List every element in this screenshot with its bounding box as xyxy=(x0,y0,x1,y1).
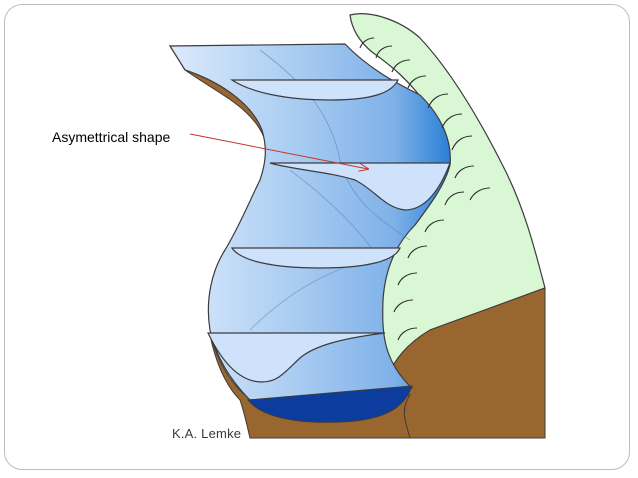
deep-pool xyxy=(247,385,413,423)
cross-section-3 xyxy=(230,247,401,269)
vegetation-hatching xyxy=(359,37,491,341)
annotation-label: Asymettrical shape xyxy=(52,129,171,145)
arrow-right-icon xyxy=(189,133,368,169)
cross-section-2-asymmetrical xyxy=(269,162,451,211)
channel-water-body xyxy=(168,43,451,401)
cross-section-4 xyxy=(207,332,386,383)
author-credit: K.A. Lemke xyxy=(172,426,242,441)
flow-line xyxy=(259,49,411,241)
cross-section-1 xyxy=(230,79,399,101)
